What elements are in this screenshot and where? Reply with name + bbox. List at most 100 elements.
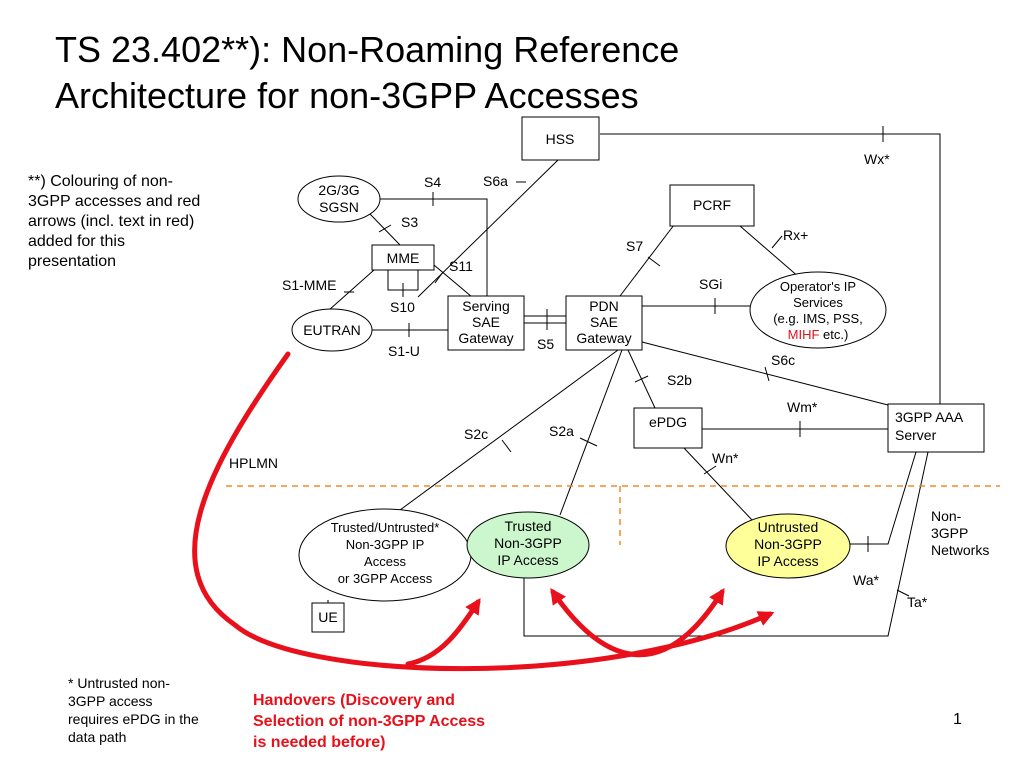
operator-ip-label: MIHF etc.) — [788, 327, 849, 342]
mihf-label: MIHF — [788, 327, 820, 342]
wn-link — [683, 447, 753, 521]
handover-arrow-trusted-untrusted — [550, 587, 725, 658]
serving-gw-label: SAE — [472, 314, 500, 330]
s4-label: S4 — [424, 174, 441, 190]
s3-link — [369, 213, 401, 246]
title-line-2: Architecture for non-3GPP Accesses — [55, 75, 639, 116]
s2a-label: S2a — [549, 423, 574, 439]
s2b-label: S2b — [667, 372, 692, 388]
tick — [434, 271, 444, 284]
handover-arrow-to-trusted — [405, 597, 481, 667]
sgsn-node: 2G/3G SGSN — [297, 175, 381, 223]
untrusted-label: Non-3GPP — [754, 536, 822, 552]
untrusted-label: IP Access — [757, 553, 818, 569]
s7-link — [619, 224, 675, 297]
title-line-1: TS 23.402**): Non-Roaming Reference — [55, 29, 680, 70]
rx-label: Rx+ — [783, 227, 808, 243]
s6c-link — [641, 341, 889, 406]
trusted-untrusted-label: Non-3GPP IP — [346, 537, 425, 552]
operator-ip-services-node: Operator's IP Services (e.g. IMS, PSS, M… — [749, 271, 887, 349]
operator-ip-label: Services — [793, 295, 843, 310]
tick — [501, 439, 512, 453]
tick — [896, 589, 910, 597]
pdn-gw-label: SAE — [590, 314, 618, 330]
pcrf-label: PCRF — [693, 197, 731, 213]
trusted-untrusted-label: Trusted/Untrusted* — [331, 520, 440, 535]
non3gpp-label: Networks — [931, 542, 989, 558]
rx-link — [739, 225, 801, 279]
s6a-label: S6a — [483, 173, 508, 189]
handover-line: Handovers (Discovery and — [253, 692, 455, 709]
hss-node: HSS — [521, 116, 600, 161]
epdg-node: ePDG — [633, 407, 703, 449]
wa-link — [850, 451, 917, 545]
footnote-line: requires ePDG in the — [68, 711, 199, 727]
trusted-label: Trusted — [505, 518, 552, 534]
note-line: 3GPP accesses and red — [28, 193, 201, 210]
hplmn-label: HPLMN — [229, 455, 278, 471]
pdn-gateway-node: PDN SAE Gateway — [565, 295, 643, 351]
tick — [703, 465, 717, 475]
s4-link — [378, 198, 488, 297]
note-line: **) Colouring of non- — [28, 173, 173, 190]
serving-gateway-node: Serving SAE Gateway — [447, 295, 525, 351]
s7-label: S7 — [626, 238, 643, 254]
operator-ip-label: Operator's IP — [780, 279, 856, 294]
pdn-gw-label: Gateway — [576, 330, 631, 346]
serving-gw-label: Gateway — [458, 330, 513, 346]
untrusted-label: Untrusted — [758, 519, 819, 535]
wx-link — [600, 133, 941, 405]
eutran-node: EUTRAN — [291, 308, 373, 352]
ue-label: UE — [318, 609, 337, 625]
sgi-label: SGi — [699, 276, 722, 292]
s11-label: S11 — [449, 258, 473, 274]
trusted-untrusted-access-node: Trusted/Untrusted* Non-3GPP IP Access or… — [298, 508, 472, 602]
untrusted-footnote: * Untrusted non- 3GPP access requires eP… — [68, 674, 199, 746]
footnote-line: data path — [68, 729, 127, 745]
wx-label: Wx* — [864, 151, 890, 167]
s5-label: S5 — [537, 336, 554, 352]
sgsn-label: SGSN — [319, 199, 359, 215]
trusted-untrusted-label: or 3GPP Access — [338, 571, 433, 586]
wn-label: Wn* — [712, 450, 739, 466]
mme-node: MME — [371, 244, 435, 271]
s2c-link — [399, 349, 619, 511]
colouring-note: **) Colouring of non- 3GPP accesses and … — [28, 172, 200, 272]
s2a-link — [559, 349, 623, 516]
epdg-label: ePDG — [649, 414, 687, 430]
s2c-label: S2c — [464, 426, 488, 442]
s10-label: S10 — [390, 299, 415, 315]
aaa-server-node: 3GPP AAA Server — [887, 403, 985, 453]
mme-label: MME — [387, 250, 420, 266]
footnote-line: 3GPP access — [68, 693, 153, 709]
trusted-untrusted-label: Access — [364, 554, 406, 569]
trusted-label: Non-3GPP — [494, 535, 562, 551]
slide-title: TS 23.402**): Non-Roaming Reference Arch… — [55, 27, 955, 119]
tick — [771, 235, 783, 249]
handover-arrows — [192, 351, 775, 672]
handover-arrow-main — [192, 351, 775, 672]
s1-u-label: S1-U — [388, 343, 420, 359]
serving-gw-label: Serving — [462, 298, 509, 314]
note-line: arrows (incl. text in red) — [28, 213, 195, 230]
region-labels: HPLMN Non- 3GPP Networks — [229, 455, 989, 558]
ue-node: UE — [311, 602, 345, 633]
tick — [378, 224, 392, 233]
wa-label: Wa* — [853, 572, 879, 588]
s1-mme-label: S1-MME — [282, 277, 336, 293]
aaa-label: 3GPP AAA — [895, 409, 964, 425]
aaa-label: Server — [895, 427, 937, 443]
tick — [647, 256, 661, 267]
non3gpp-label: 3GPP — [931, 525, 968, 541]
s3-label: S3 — [401, 214, 418, 230]
tick — [764, 366, 770, 382]
note-line: added for this — [28, 233, 125, 250]
handover-line: is needed before) — [253, 734, 385, 751]
untrusted-access-node: Untrusted Non-3GPP IP Access — [725, 513, 851, 579]
interface-labels: S4 S6a S3 S11 S1-MME S10 S1-U S5 S7 Rx+ … — [282, 151, 928, 610]
pdn-gw-label: PDN — [589, 298, 619, 314]
ta-label: Ta* — [907, 594, 928, 610]
etc-label: etc.) — [819, 327, 848, 342]
tick — [634, 375, 649, 383]
